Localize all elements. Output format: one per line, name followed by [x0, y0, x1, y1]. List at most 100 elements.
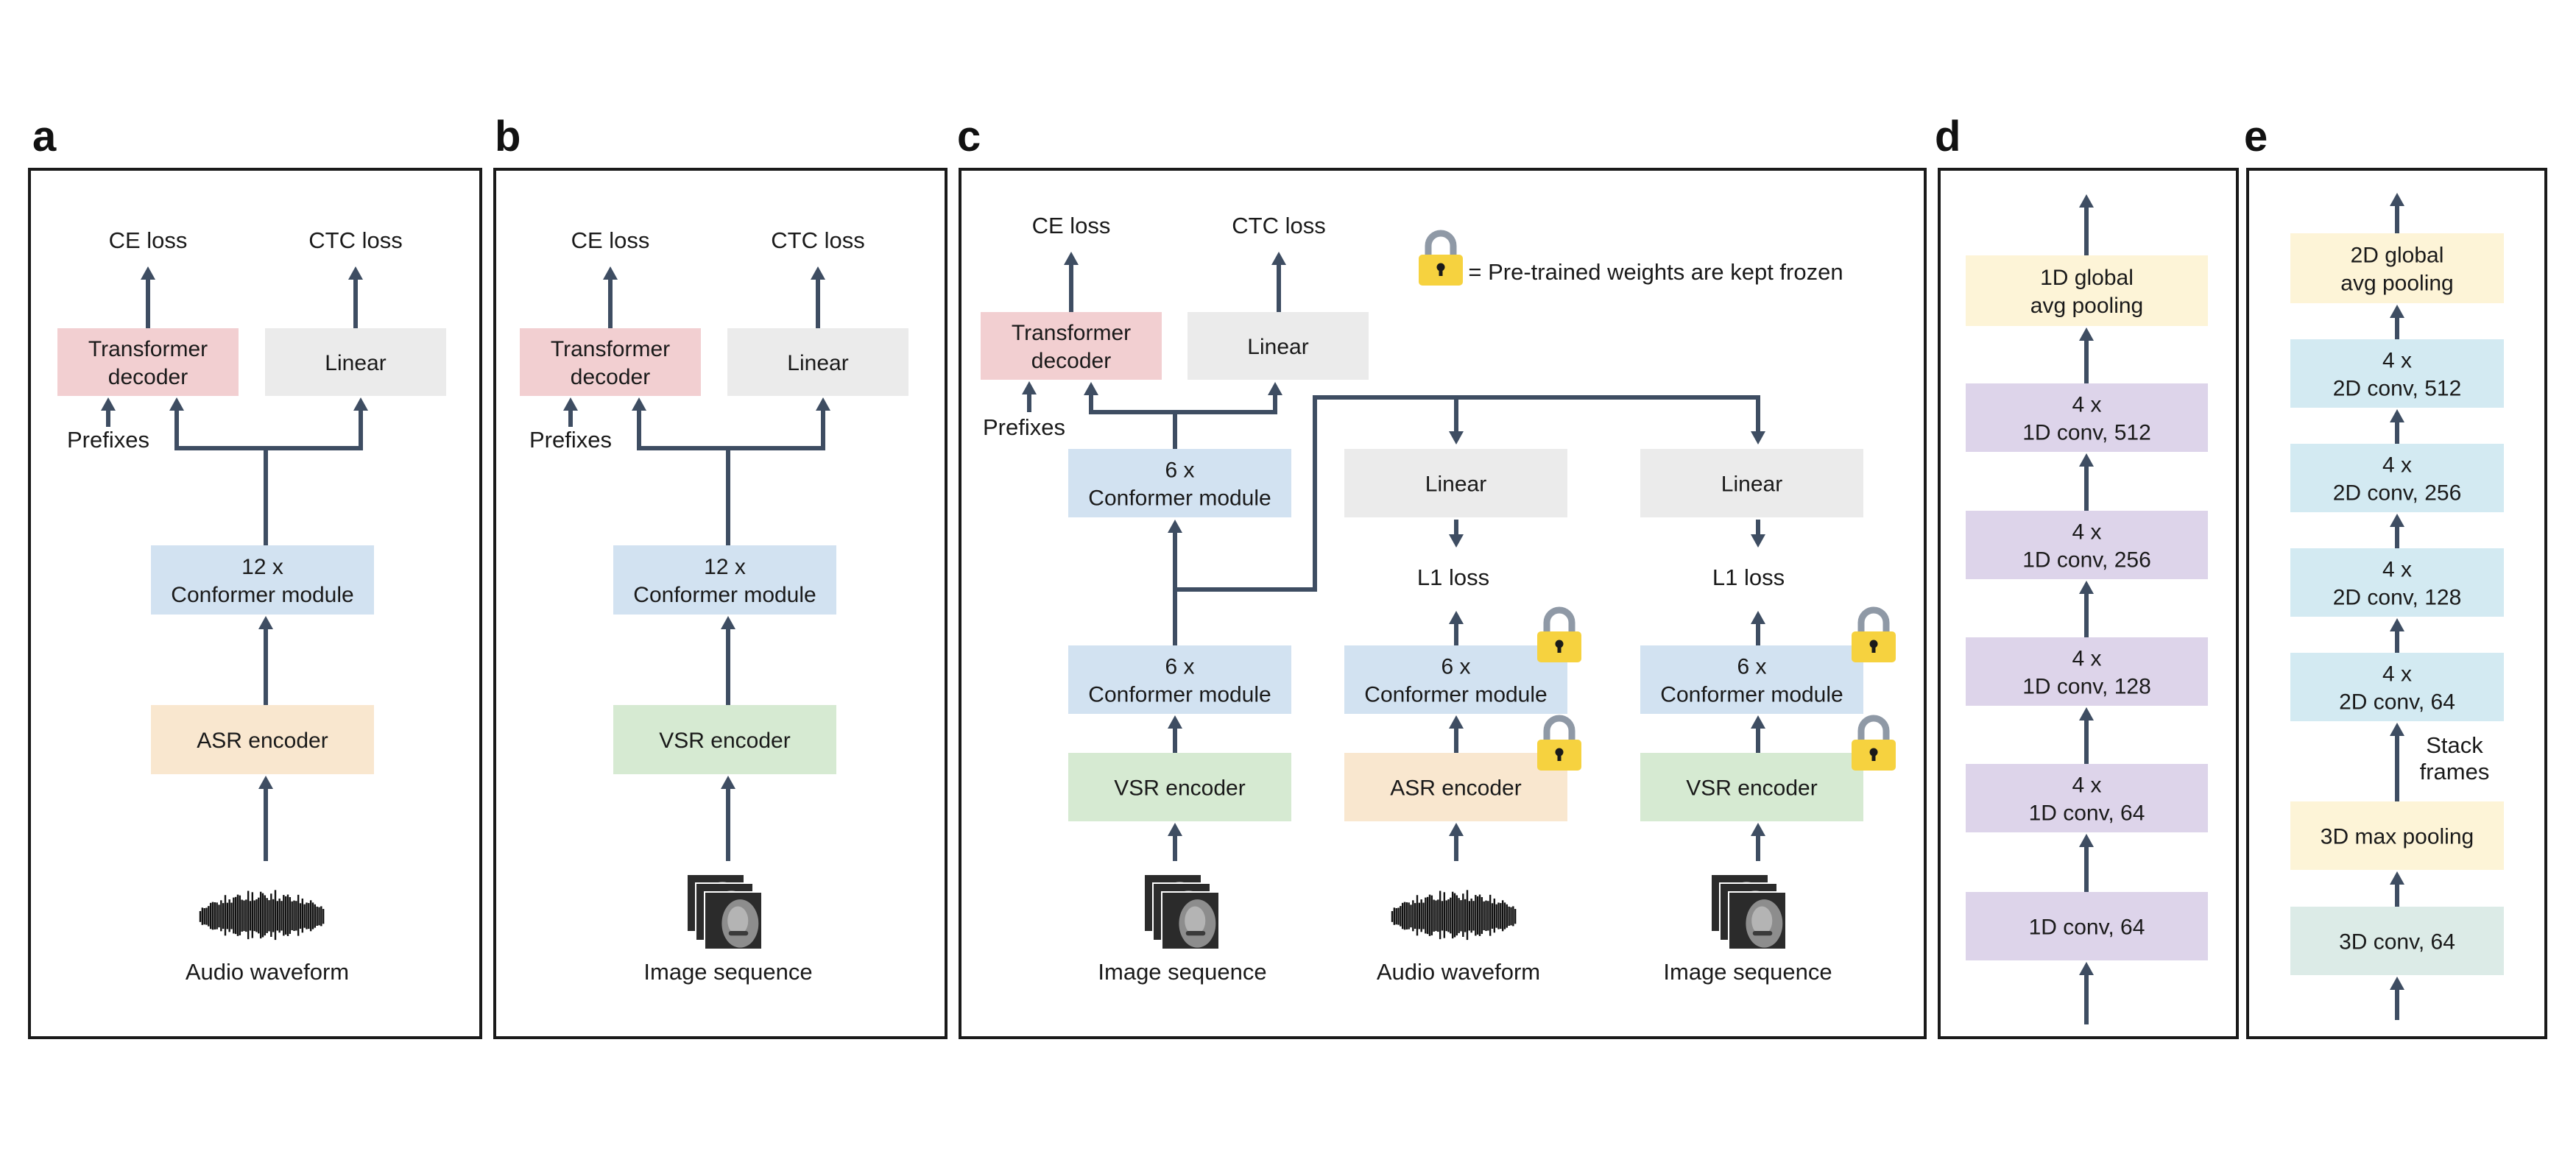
panel-d-block-1	[1966, 383, 2208, 452]
panel-c-arrow-input-asr-head	[1449, 823, 1464, 836]
panel-b-branch-right-head	[816, 397, 830, 411]
panel-d-arrow-1-head	[2079, 453, 2094, 467]
panel-a-ctc-loss: CTC loss	[308, 227, 402, 253]
panel-c-branch-left-head	[1084, 382, 1098, 395]
panel-a-frame	[28, 168, 482, 1039]
panel-letter-e: e	[2244, 113, 2268, 160]
panel-e-arrow-in-head	[2390, 977, 2404, 990]
panel-d-arrow-in-head	[2079, 962, 2094, 975]
panel-b-encoder-label: VSR encoder	[659, 729, 790, 753]
panel-c-lock-asr-encoder-icon	[1537, 715, 1581, 771]
panel-a-waveform-icon	[199, 890, 325, 941]
panel-c-branch	[1089, 394, 1277, 414]
panel-a-input-label: Audio waveform	[186, 959, 349, 985]
panel-d-block-2	[1966, 511, 2208, 579]
panel-c-linear-asr	[1344, 449, 1567, 517]
panel-c-l1-loss-vsr: L1 loss	[1712, 564, 1785, 590]
panel-c-distill-wire	[1175, 395, 1760, 592]
panel-c-branch-right-head	[1268, 382, 1282, 395]
panel-c-linear-vsr	[1640, 449, 1863, 517]
panel-c-input-label-3: Image sequence	[1663, 959, 1832, 985]
panel-b-conformer-12	[613, 545, 836, 615]
panel-a-prefixes: Prefixes	[67, 427, 149, 453]
panel-e-block-6	[2290, 907, 2504, 975]
panel-a-transformer-decoder	[57, 328, 239, 396]
panel-c-arrow-asr-conf-head	[1449, 715, 1464, 729]
panel-d-arrow-2-head	[2079, 581, 2094, 594]
panel-c-arrow-input-vsr-head	[1168, 823, 1182, 836]
panel-e-arrow-4-head	[2390, 723, 2404, 736]
panel-c-lock-conformer-vsr-icon	[1852, 606, 1896, 662]
panel-b-ctc-loss: CTC loss	[771, 227, 864, 253]
panel-e-arrow-out-head	[2390, 193, 2404, 206]
panel-c-linear	[1188, 312, 1369, 380]
panel-e-block-5-label: 3D max pooling	[2321, 825, 2474, 849]
panel-c-conformer-asr	[1344, 645, 1567, 714]
panel-c-ce-loss: CE loss	[1032, 213, 1111, 238]
panel-b-arrow-decoder-ce-head	[603, 266, 618, 280]
panel-c-lock-vsr-encoder-icon	[1852, 715, 1896, 771]
panel-d-block-3	[1966, 637, 2208, 706]
panel-b-face-sequence-icon	[686, 874, 763, 950]
panel-e-block-3	[2290, 548, 2504, 617]
panel-c-asr-encoder-label: ASR encoder	[1390, 776, 1521, 801]
panel-d-block-5	[1966, 892, 2208, 960]
panel-c-arrow-conf-l1-asr-head	[1449, 611, 1464, 624]
panel-c-vsr-encoder-1-label: VSR encoder	[1114, 776, 1245, 801]
panel-b-arrow-encoder-conformer-head	[721, 616, 735, 629]
panel-b-frame	[493, 168, 948, 1039]
panel-e-arrow-0-head	[2390, 305, 2404, 318]
panel-letter-b: b	[495, 113, 521, 160]
panel-c-face-sequence-icon-1	[1143, 874, 1220, 950]
panel-c-waveform-icon	[1391, 890, 1517, 941]
panel-e-block-5	[2290, 801, 2504, 870]
panel-letter-c: c	[957, 113, 981, 160]
panel-a-linear-label: Linear	[325, 351, 386, 375]
panel-c-distill-asr-head	[1449, 431, 1464, 445]
panel-d-arrow-out-head	[2079, 194, 2094, 208]
panel-c-distill-vsr-head	[1751, 431, 1765, 445]
panel-e-frame	[2246, 168, 2547, 1039]
panel-e-block-4	[2290, 653, 2504, 721]
panel-e-arrow-1-head	[2390, 409, 2404, 422]
panel-d-block-4	[1966, 764, 2208, 832]
panel-c-prefixes: Prefixes	[983, 414, 1065, 440]
panel-c-arrow-mid-top-head	[1168, 520, 1182, 533]
panel-a-branch-left-head	[169, 397, 184, 411]
panel-b-linear-label: Linear	[787, 351, 848, 375]
panel-b-transformer-decoder	[520, 328, 701, 396]
panel-c-arrow-vsr2-conf-head	[1751, 715, 1765, 729]
panel-c-linear-label: Linear	[1247, 335, 1308, 359]
panel-c-conformer-top	[1068, 449, 1291, 517]
panel-a-arrow-prefixes-head	[101, 397, 116, 411]
panel-e-arrow-5-head	[2390, 871, 2404, 885]
panel-c-conformer-vsr	[1640, 645, 1863, 714]
panel-c-l1-loss-asr: L1 loss	[1417, 564, 1489, 590]
panel-a-conformer-12	[151, 545, 374, 615]
panel-c-linear-asr-label: Linear	[1425, 472, 1486, 497]
panel-b-arrow-prefixes-head	[563, 397, 578, 411]
panel-a-ce-loss: CE loss	[109, 227, 188, 253]
panel-d-arrow-3-head	[2079, 707, 2094, 720]
panel-e-block-6-label: 3D conv, 64	[2339, 930, 2455, 955]
panel-b-arrow-input-encoder-head	[721, 776, 735, 789]
panel-c-lock-conformer-asr-icon	[1537, 606, 1581, 662]
panel-a-arrow-linear-ctc-head	[348, 266, 363, 280]
panel-b-linear	[727, 328, 908, 396]
panel-letter-a: a	[32, 113, 57, 160]
